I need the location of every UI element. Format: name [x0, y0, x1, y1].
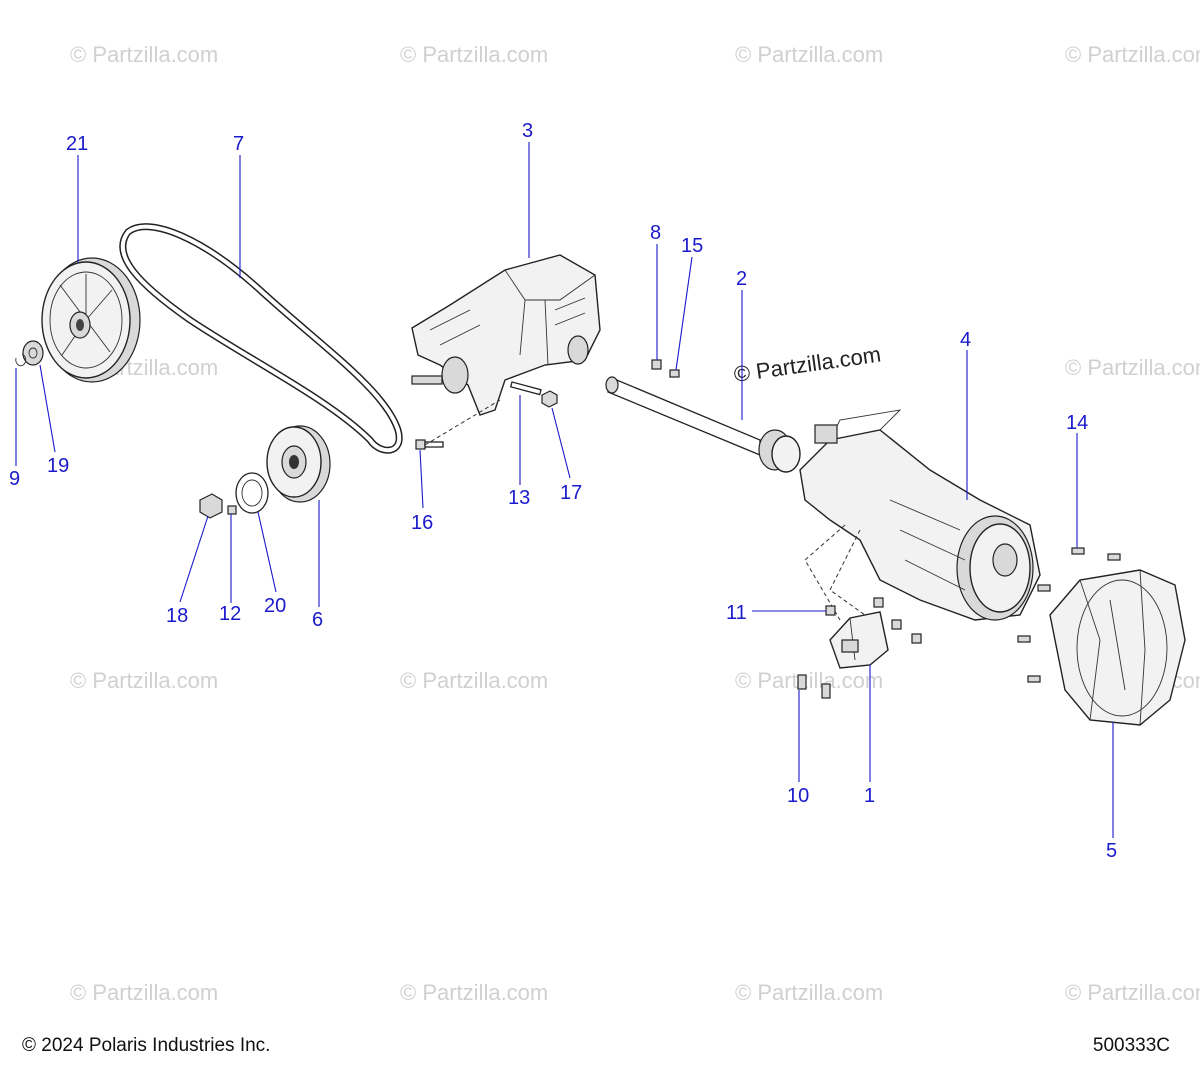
callout-13: 13: [508, 487, 530, 509]
callout-labels: 21 7 3 8 15 2 4 14 9 19 16 13 17 18 12 2…: [9, 120, 1117, 862]
callout-17: 17: [560, 482, 582, 504]
part-15-fastener: [669, 369, 680, 378]
callout-4: 4: [960, 329, 971, 351]
part-14-bolts: [1017, 547, 1121, 683]
part-17-nut: [541, 390, 558, 408]
drawing-number: 500333C: [1092, 1035, 1170, 1056]
callout-18: 18: [166, 605, 188, 627]
watermark: © Partzilla.com: [400, 42, 548, 67]
part-21-drive-sprocket: [41, 257, 141, 383]
part-6-driven-sprocket: [266, 425, 331, 503]
callout-1: 1: [864, 785, 875, 807]
callout-10: 10: [787, 785, 809, 807]
callout-15: 15: [681, 235, 703, 257]
callout-14: 14: [1066, 412, 1088, 434]
callout-8: 8: [650, 222, 661, 244]
part-20-spacer: [235, 472, 269, 514]
watermark: © Partzilla.com: [70, 42, 218, 67]
watermark: © Partzilla.com: [1065, 355, 1200, 380]
watermark: © Partzilla.com: [400, 668, 548, 693]
part-8-fastener: [651, 359, 662, 370]
part-5-bell-housing: [1049, 569, 1186, 726]
callout-5: 5: [1106, 840, 1117, 862]
callout-21: 21: [66, 133, 88, 155]
callout-16: 16: [411, 512, 433, 534]
part-2-drive-shaft: [605, 376, 801, 473]
part-12-screw: [227, 505, 237, 515]
callout-6: 6: [312, 609, 323, 631]
part-11-bolt: [825, 597, 922, 644]
callout-2: 2: [736, 268, 747, 290]
callout-19: 19: [47, 455, 69, 477]
callout-20: 20: [264, 595, 286, 617]
part-9-clip: [15, 353, 27, 367]
watermark: © Partzilla.com: [735, 42, 883, 67]
part-10-bolt: [797, 674, 831, 699]
watermark: © Partzilla.com: [1065, 42, 1200, 67]
part-13-stud: [509, 381, 542, 396]
copyright-notice: © 2024 Polaris Industries Inc.: [22, 1035, 271, 1056]
callout-7: 7: [233, 133, 244, 155]
part-16-bolt: [415, 439, 444, 450]
callout-leaders: [15, 142, 1114, 838]
watermark: © Partzilla.com: [735, 980, 883, 1005]
watermark: © Partzilla.com: [400, 980, 548, 1005]
part-18-nut: [199, 493, 223, 519]
callout-12: 12: [219, 603, 241, 625]
callout-11: 11: [726, 602, 747, 624]
part-3-gearcase: [411, 254, 601, 416]
watermark: © Partzilla.com: [735, 668, 883, 693]
part-1-mount-bracket: [829, 611, 889, 669]
part-7-belt: [119, 223, 403, 454]
watermark: © Partzilla.com: [70, 668, 218, 693]
part-4-transmission: [799, 409, 1041, 621]
watermark: © Partzilla.com: [70, 980, 218, 1005]
watermark-main: © Partzilla.com: [732, 342, 882, 387]
watermark: © Partzilla.com: [1065, 980, 1200, 1005]
callout-9: 9: [9, 468, 20, 490]
part-19-nut: [22, 340, 44, 366]
callout-3: 3: [522, 120, 533, 142]
